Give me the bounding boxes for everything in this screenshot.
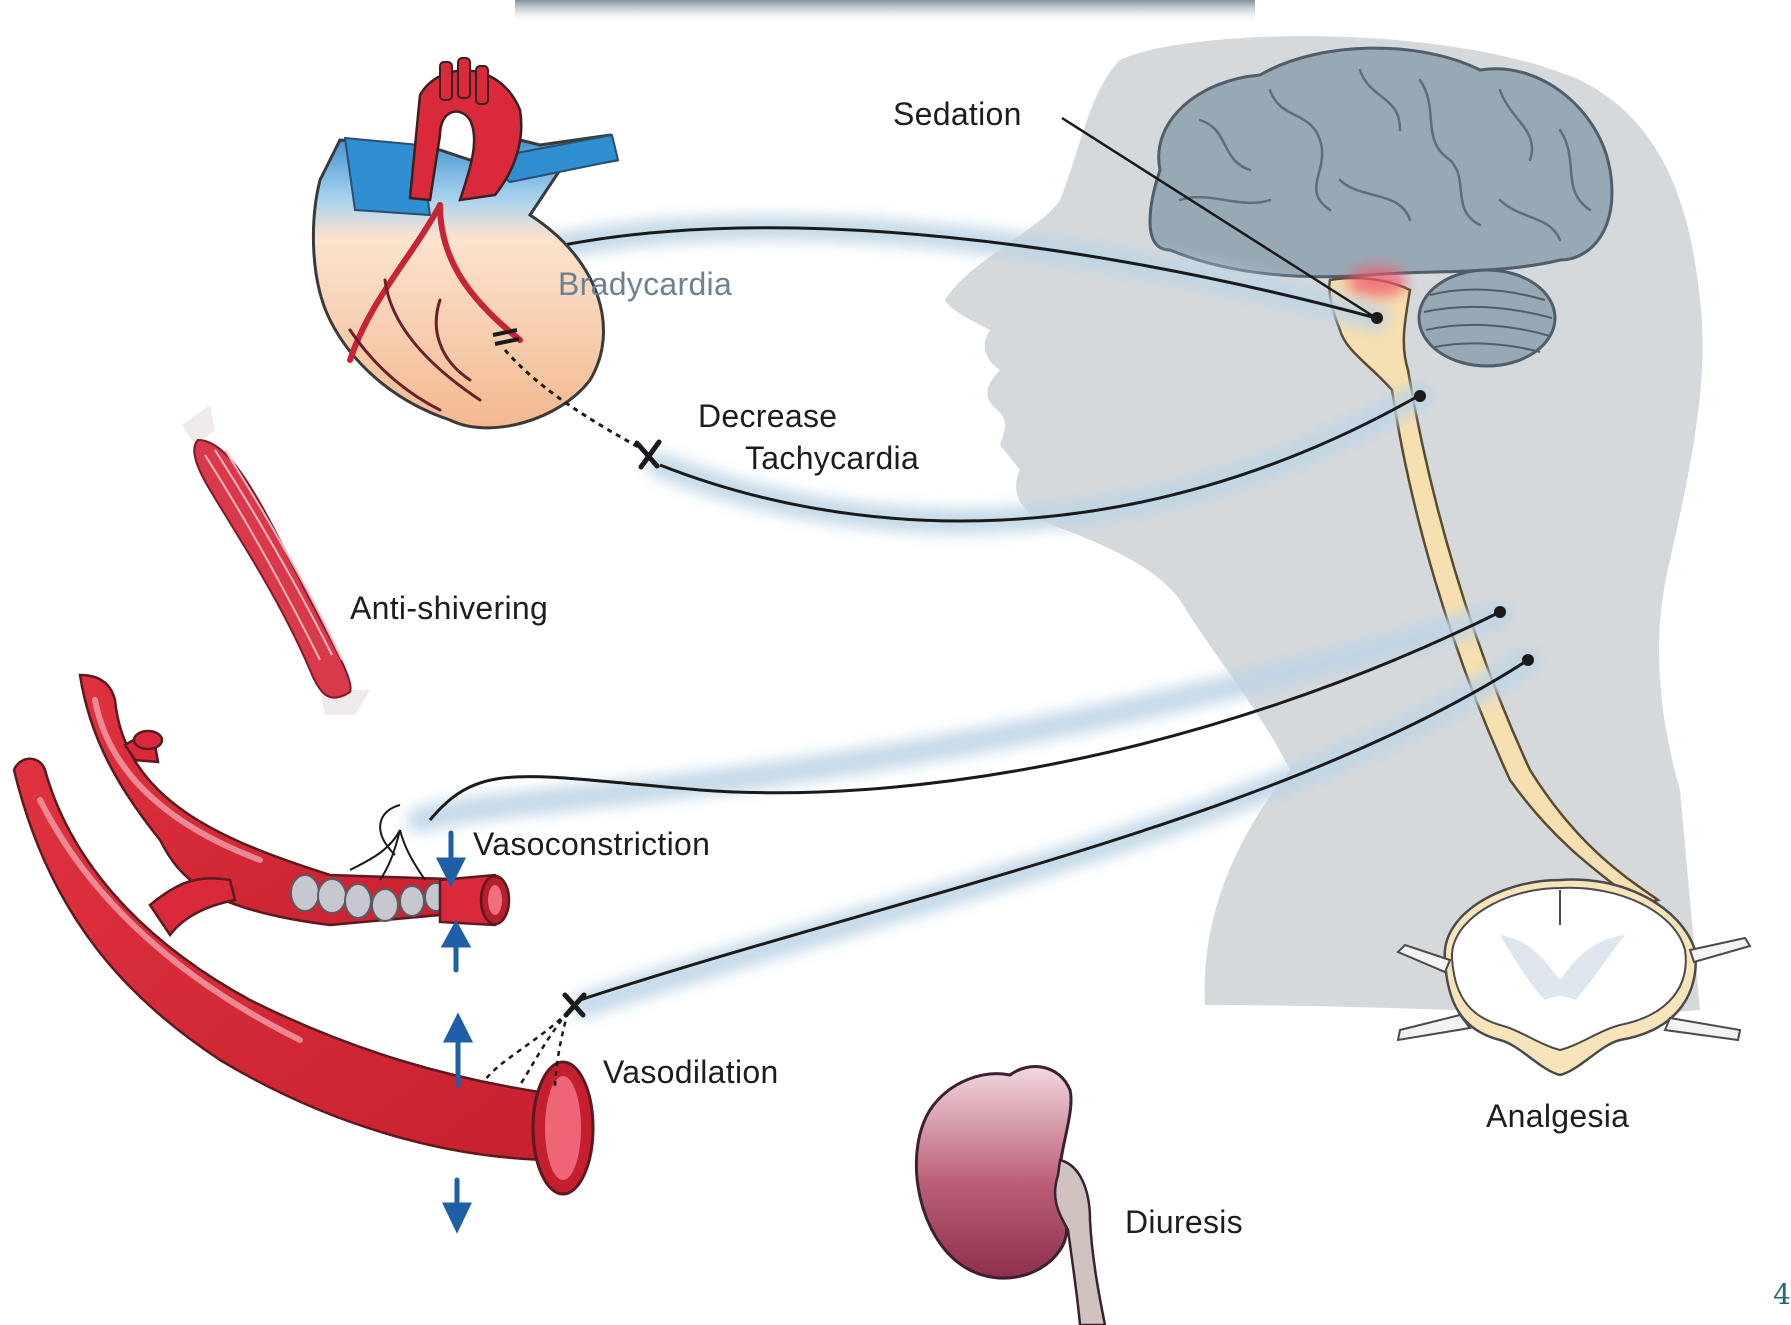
- label-vasodilation: Vasodilation: [603, 1056, 779, 1088]
- label-sedation: Sedation: [893, 98, 1022, 130]
- label-bradycardia: Bradycardia: [558, 268, 732, 300]
- locus-coeruleus-highlight: [1347, 266, 1407, 298]
- artery-network: [14, 675, 593, 1194]
- muscle-illustration: [182, 405, 370, 715]
- label-decrease-line2: Tachycardia: [745, 442, 919, 474]
- page-number: 4: [1773, 1278, 1791, 1311]
- label-diuresis: Diuresis: [1125, 1206, 1243, 1238]
- label-analgesia: Analgesia: [1486, 1100, 1629, 1132]
- header-shadow-band: [515, 0, 1255, 24]
- label-vasoconstriction: Vasoconstriction: [473, 828, 710, 860]
- kidney-illustration: [916, 1067, 1105, 1325]
- heart-illustration: [313, 58, 659, 467]
- label-anti-shivering: Anti-shivering: [350, 592, 548, 624]
- label-decrease-line1: Decrease: [698, 400, 837, 432]
